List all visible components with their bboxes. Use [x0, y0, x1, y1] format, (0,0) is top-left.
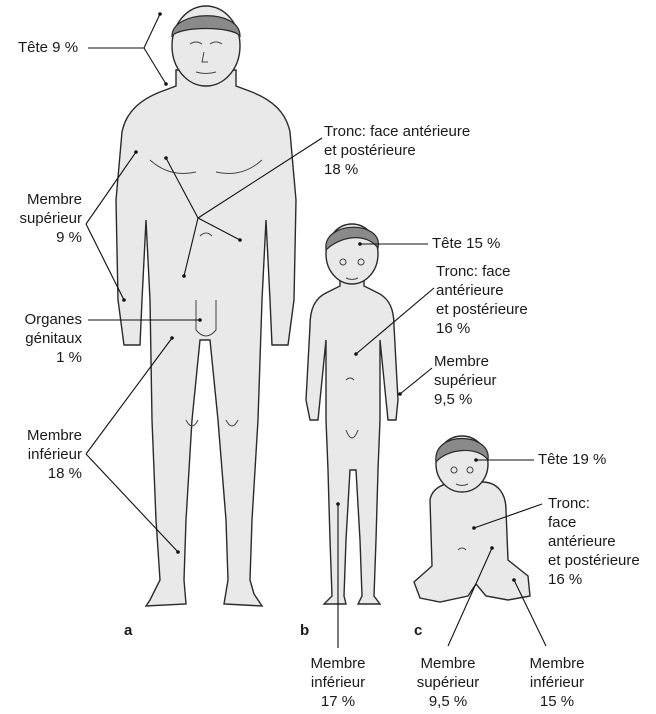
infant-head-label: Tête 19 % — [538, 450, 606, 469]
panel-label-c: c — [414, 622, 422, 639]
child-upper-limb-label: Membre supérieur 9,5 % — [434, 352, 497, 409]
child-lower-limb-label: Membre inférieur 17 % — [292, 654, 384, 711]
infant-trunk-label: Tronc: face antérieure et postérieure 16… — [548, 494, 640, 589]
adult-upper-limb-label: Membre supérieur 9 % — [0, 190, 82, 247]
child-figure — [306, 224, 398, 604]
infant-figure — [414, 436, 530, 602]
adult-lower-limb-label: Membre inférieur 18 % — [0, 426, 82, 483]
child-trunk-label: Tronc: face antérieure et postérieure 16… — [436, 262, 528, 338]
infant-lower-limb-label: Membre inférieur 15 % — [512, 654, 602, 711]
infant-upper-limb-label: Membre supérieur 9,5 % — [402, 654, 494, 711]
adult-trunk-label: Tronc: face antérieure et postérieure 18… — [324, 122, 470, 179]
panel-label-a: a — [124, 622, 132, 639]
panel-label-b: b — [300, 622, 309, 639]
adult-figure — [116, 6, 296, 606]
child-head-label: Tête 15 % — [432, 234, 500, 253]
adult-head-label: Tête 9 % — [18, 38, 78, 57]
adult-genitals-label: Organes génitaux 1 % — [0, 310, 82, 367]
